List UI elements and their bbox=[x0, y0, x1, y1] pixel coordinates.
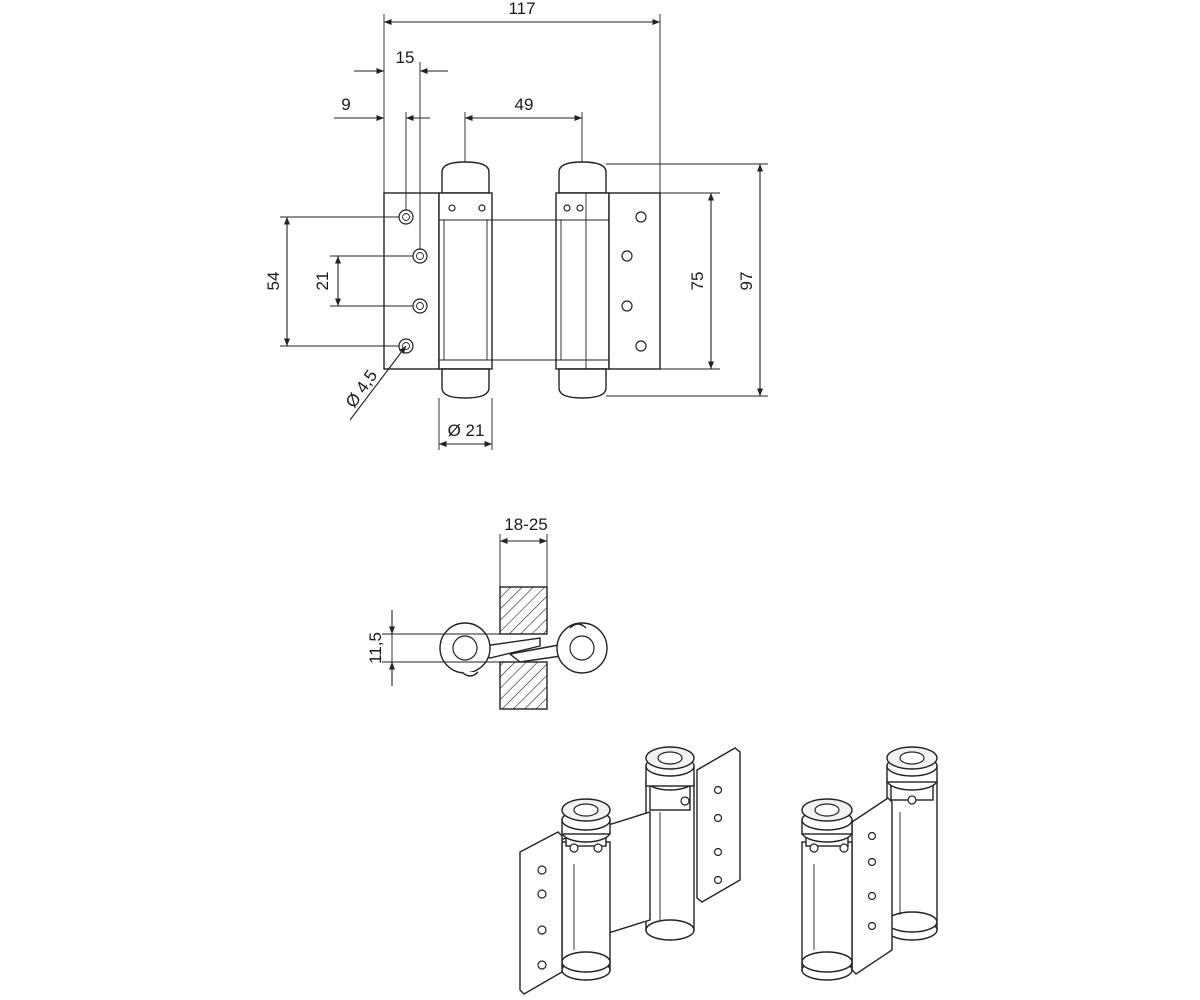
mounting-hole bbox=[412, 298, 428, 314]
isometric-hinge-closed bbox=[801, 746, 938, 981]
right-leaf-plate bbox=[608, 192, 661, 370]
section-view: 18-25 11,5 bbox=[366, 515, 608, 710]
dim-gap-label: 11,5 bbox=[366, 632, 385, 664]
dim-barrel-diameter-label: Ø 21 bbox=[448, 421, 485, 440]
dim-49-label: 49 bbox=[515, 95, 534, 114]
dim-54-label: 54 bbox=[264, 272, 283, 291]
dim-117-label: 117 bbox=[508, 0, 535, 18]
dim-97-label: 97 bbox=[737, 272, 756, 291]
door-section-top bbox=[499, 586, 548, 635]
right-mounting-holes bbox=[621, 211, 647, 352]
front-view: 117 15 9 49 54 21 75 97 bbox=[264, 0, 768, 450]
dim-21-label: 21 bbox=[313, 272, 332, 291]
right-barrel bbox=[555, 161, 610, 399]
door-section-bottom bbox=[499, 661, 548, 710]
left-barrel bbox=[438, 161, 493, 399]
mounting-hole bbox=[398, 209, 414, 225]
mounting-hole bbox=[621, 250, 633, 262]
dim-hole-diameter-label: Ø 4,5 bbox=[342, 366, 381, 411]
dim-door-thickness-label: 18-25 bbox=[504, 515, 547, 534]
mounting-hole bbox=[635, 211, 647, 223]
isometric-hinge-open bbox=[519, 746, 741, 995]
left-leaf-plate bbox=[383, 192, 440, 370]
dim-15-label: 15 bbox=[396, 48, 415, 67]
dim-9-label: 9 bbox=[341, 95, 350, 114]
mounting-hole bbox=[621, 300, 633, 312]
mounting-hole bbox=[635, 340, 647, 352]
mounting-hole bbox=[412, 248, 428, 264]
dim-75-label: 75 bbox=[688, 272, 707, 291]
